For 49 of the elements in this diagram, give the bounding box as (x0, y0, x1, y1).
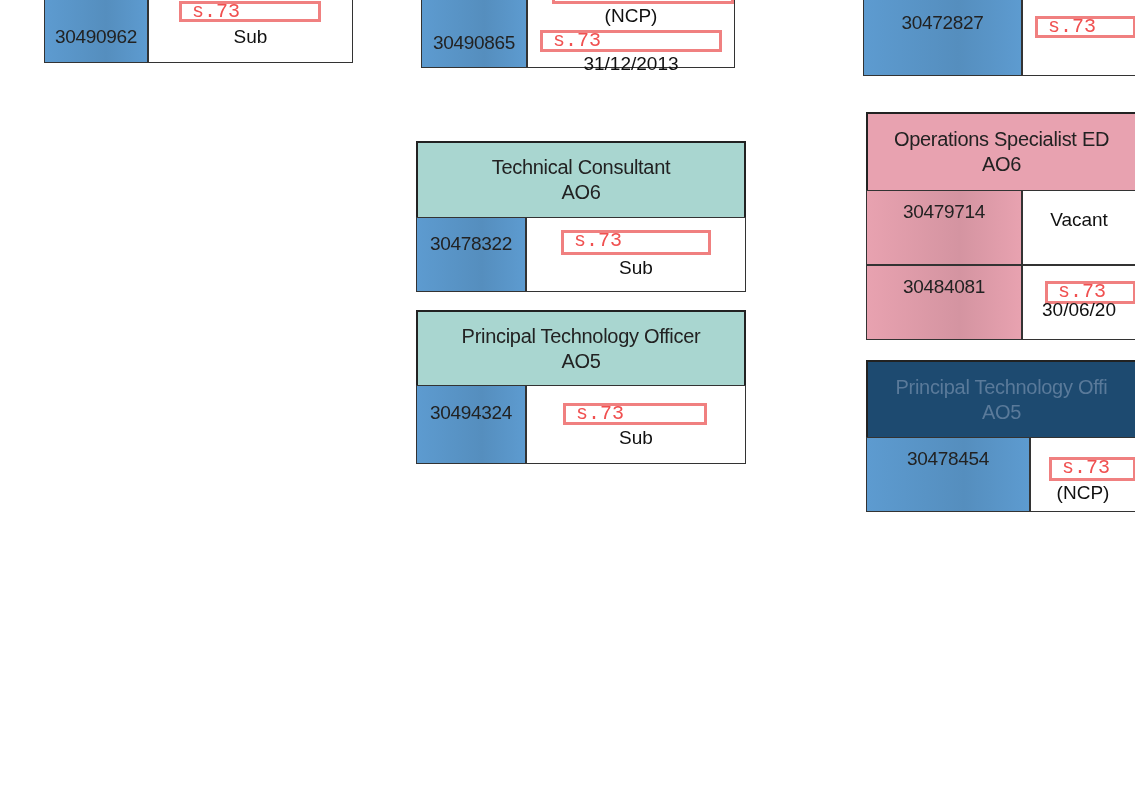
position-number-cell (866, 437, 1030, 512)
position-number: 30478454 (905, 448, 991, 470)
incumbent-cell (526, 217, 746, 292)
redaction-box: s.73 (563, 403, 707, 425)
classification-level: AO6 (561, 180, 601, 205)
redaction-box: s.73 (179, 1, 321, 22)
position-card (416, 310, 746, 464)
incumbent-text: Sub (618, 427, 654, 449)
position-number-cell (866, 190, 1022, 265)
redaction-box: s.73 (1045, 281, 1135, 304)
position-number: 30494324 (428, 402, 514, 424)
incumbent-text: Sub (232, 26, 269, 48)
redaction-box: s.73 (1049, 457, 1135, 481)
incumbent-text: (NCP) (603, 5, 659, 27)
position-number-cell (416, 217, 526, 292)
position-title: Operations Specialist ED (893, 127, 1110, 152)
redaction-box: s.73 (1035, 16, 1135, 38)
classification-level: AO6 (981, 152, 1022, 177)
redaction-box: s.73 (540, 30, 722, 52)
position-number: 30478322 (428, 233, 514, 255)
classification-level: AO5 (561, 348, 601, 374)
position-number: 30484081 (901, 276, 987, 298)
position-title: Technical Consultant (491, 155, 671, 180)
incumbent-cell (527, 0, 735, 68)
incumbent-text: Vacant (1049, 209, 1109, 231)
position-number-cell (866, 265, 1022, 340)
incumbent-cell (1022, 265, 1135, 340)
position-card (866, 360, 1135, 512)
incumbent-cell (526, 385, 746, 464)
position-number-cell (863, 0, 1022, 76)
position-number: 30472827 (900, 12, 985, 34)
position-card (866, 112, 1135, 340)
position-number-cell (44, 0, 148, 63)
incumbent-cell (148, 0, 353, 63)
position-number: 30479714 (901, 201, 987, 223)
position-number: 30490865 (431, 32, 517, 54)
incumbent-cell (1022, 0, 1135, 76)
position-number: 30490962 (53, 26, 139, 48)
redaction-box: s.73 (561, 230, 711, 255)
incumbent-cell (1030, 437, 1135, 512)
position-card (416, 141, 746, 292)
position-title: Principal Technology Offi (895, 374, 1108, 400)
position-title: Principal Technology Officer (461, 323, 701, 349)
position-number-cell (421, 0, 527, 68)
incumbent-text: Sub (618, 257, 654, 279)
classification-level: AO5 (981, 399, 1022, 425)
incumbent-text: (NCP) (1055, 482, 1111, 504)
incumbent-cell (1022, 190, 1135, 265)
position-number-cell (416, 385, 526, 464)
